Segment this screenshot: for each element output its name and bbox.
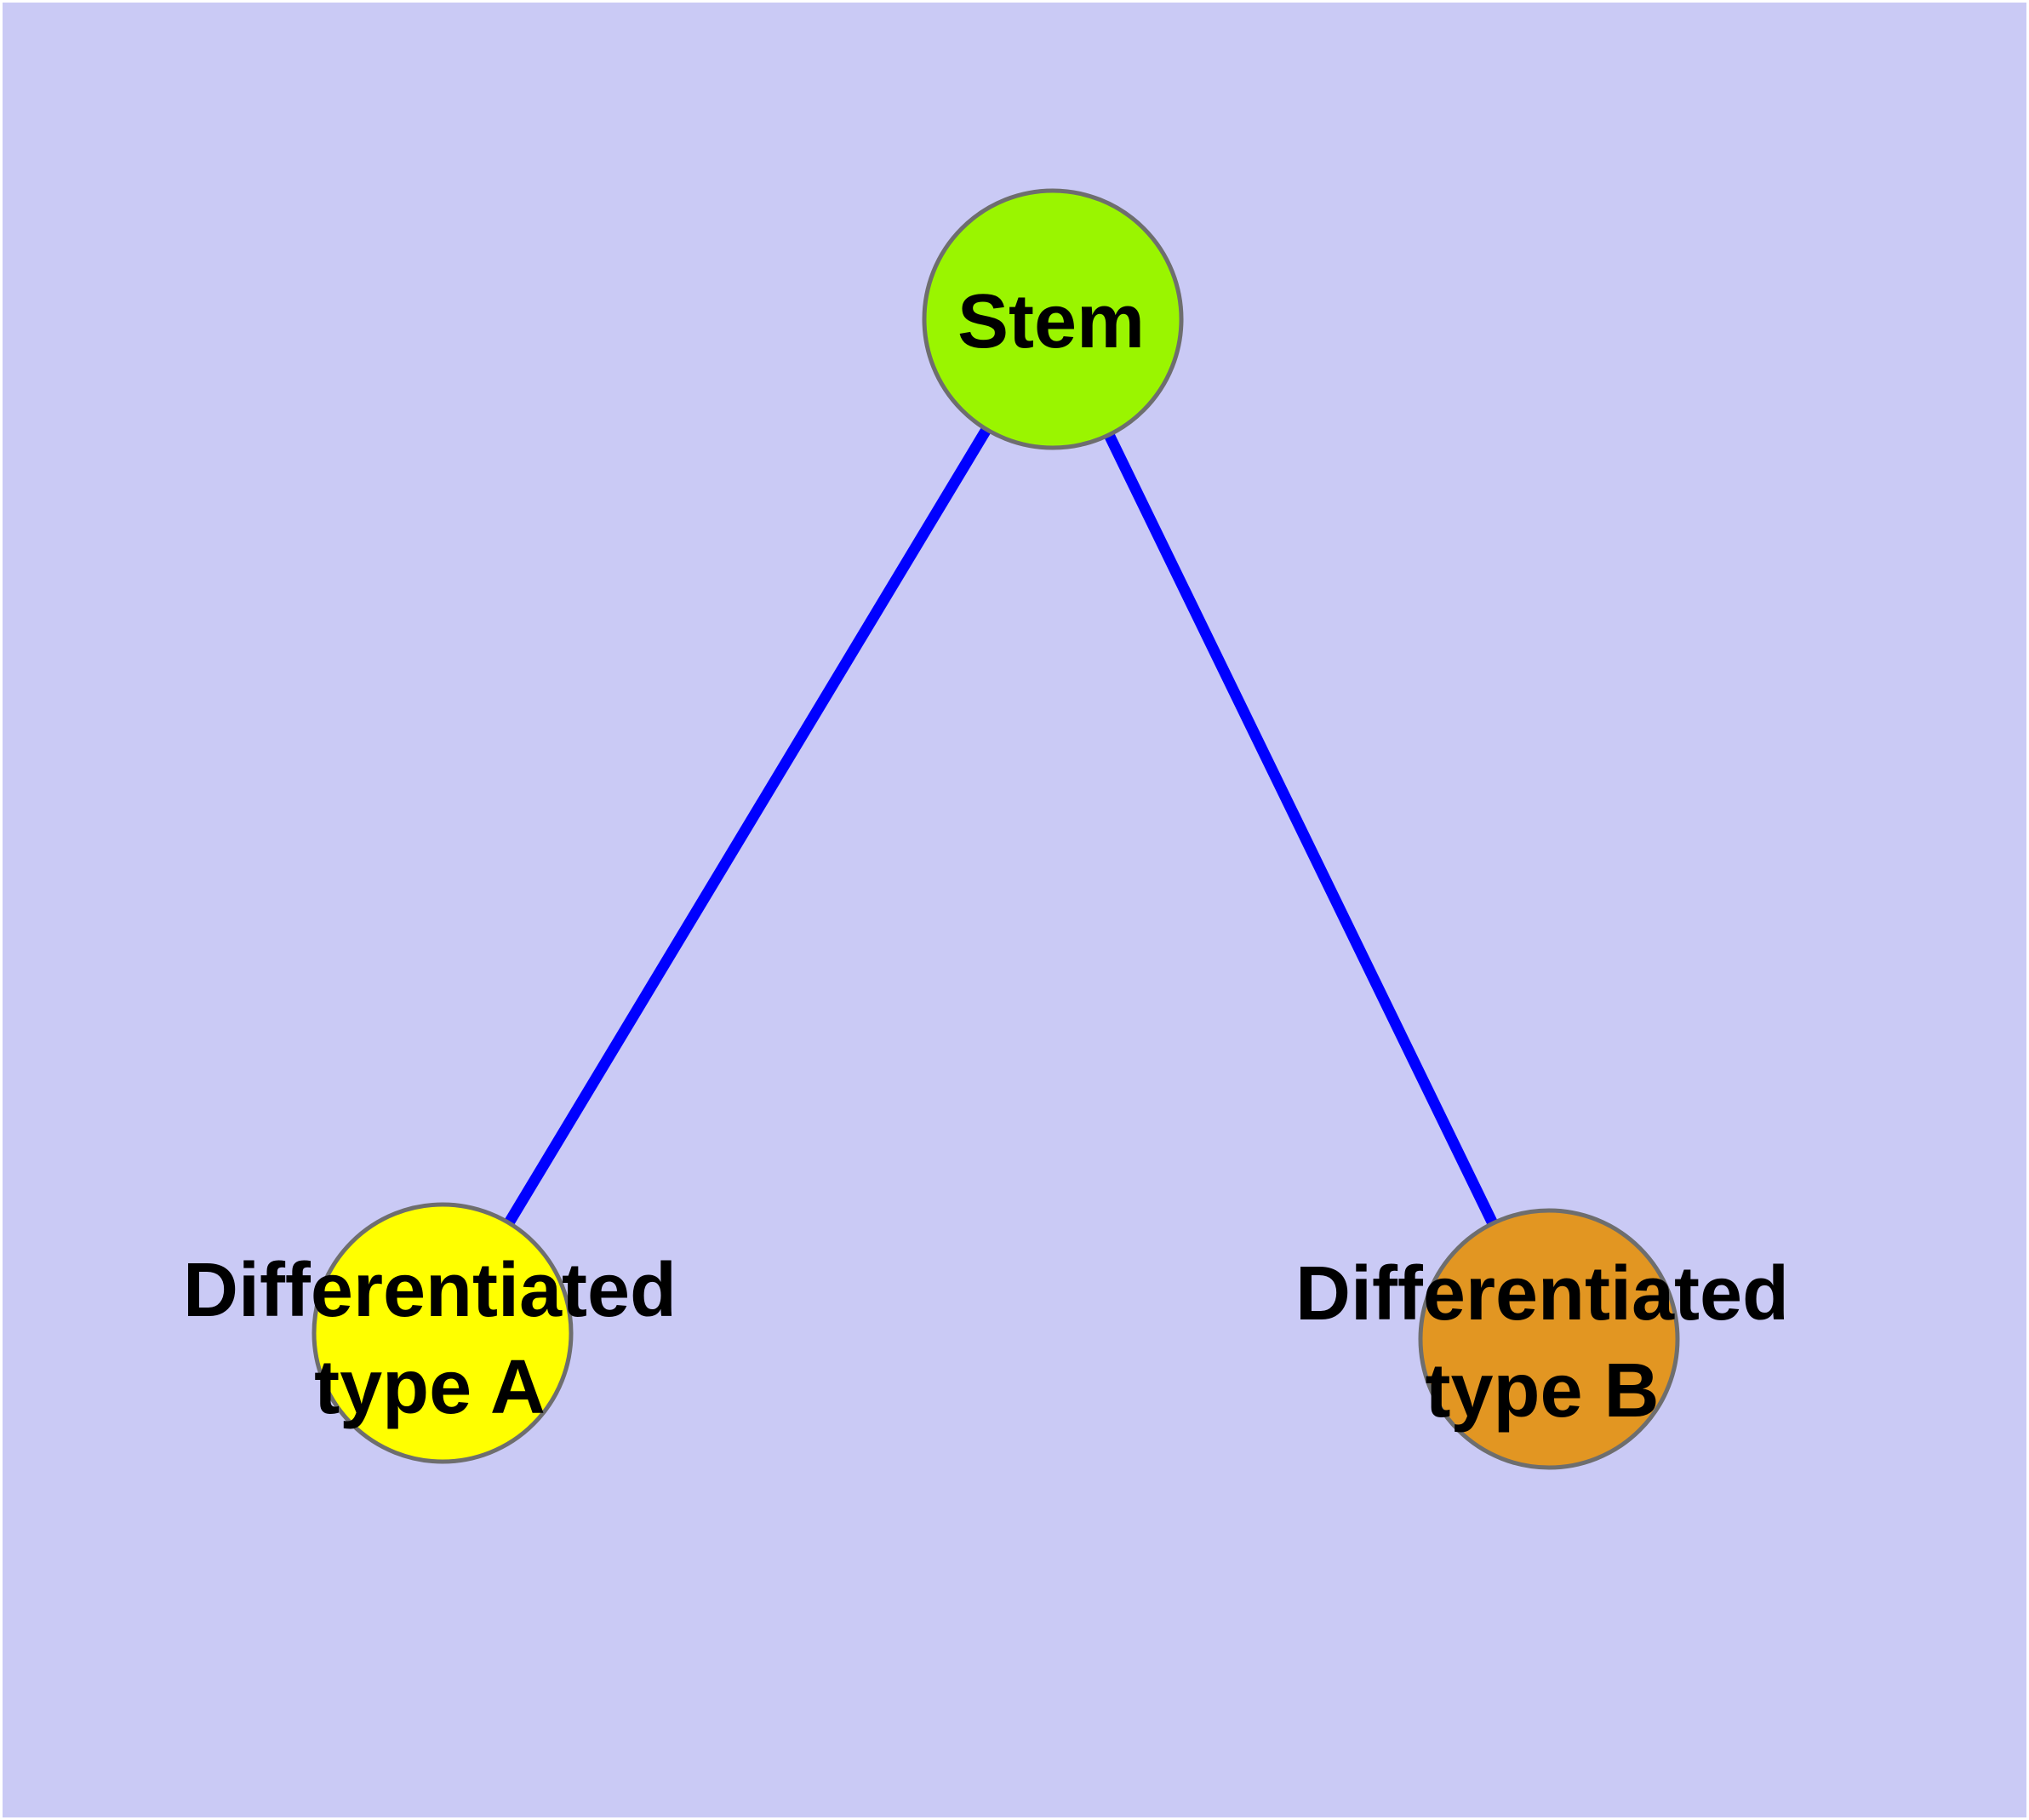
- node-type-a-label-line1: Differentiated: [183, 1248, 677, 1333]
- node-stem: [922, 188, 1184, 450]
- edge-stem-to-typeB: [1048, 317, 1554, 1342]
- node-differentiated-type-b: [1418, 1208, 1680, 1470]
- edges: [437, 316, 1554, 1342]
- nodes: [311, 188, 1680, 1470]
- node-stem-label: Stem: [957, 279, 1145, 364]
- node-differentiated-type-a: [311, 1202, 574, 1464]
- node-type-a-label-line2: type A: [314, 1345, 546, 1430]
- edge-stem-to-typeA: [437, 316, 1058, 1336]
- node-type-b-label-line2: type B: [1425, 1348, 1659, 1434]
- node-type-b-label-line1: Differentiated: [1295, 1251, 1789, 1336]
- node-labels: Stem Differentiated type A Differentiate…: [183, 279, 1789, 1434]
